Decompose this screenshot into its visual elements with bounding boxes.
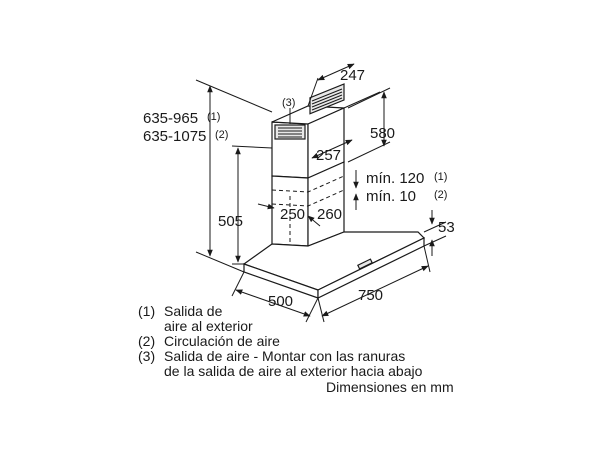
dimension-lines xyxy=(195,63,447,323)
dim-height-range-2-note: (2) xyxy=(215,129,228,141)
vent-slots-top xyxy=(311,88,343,111)
legend-item1-num: (1) xyxy=(138,303,155,319)
dim-min-10-note: (2) xyxy=(434,189,447,201)
legend-units: Dimensiones en mm xyxy=(326,379,454,395)
dim-min-10: mín. 10 xyxy=(366,188,416,205)
dim-chimney-width: 257 xyxy=(316,147,341,164)
dim-hood-width: 500 xyxy=(268,293,293,310)
chimney-overlap-line-bottom xyxy=(271,189,345,207)
dim-chimney-depth: 247 xyxy=(340,67,365,84)
dim-lower-height: 505 xyxy=(218,213,243,230)
vent-slots-front xyxy=(278,127,302,138)
legend-item3-line1: Salida de aire - Montar con las ranuras xyxy=(164,348,405,364)
legend-item3-line2: de la salida de aire al exterior hacia a… xyxy=(164,363,423,379)
dim-min-120-note: (1) xyxy=(434,171,447,183)
chimney-overlap-line-top xyxy=(271,175,345,193)
dim-hood-depth: 750 xyxy=(358,287,383,304)
dim-height-range-1: 635-965 xyxy=(143,110,198,127)
legend-item1-line2: aire al exterior xyxy=(164,318,253,334)
dim-upper-chimney-height: 580 xyxy=(370,125,395,142)
dim-hood-height: 53 xyxy=(438,219,455,236)
dim-min-120: mín. 120 xyxy=(366,170,424,187)
legend-item2-text: Circulación de aire xyxy=(164,333,280,349)
legend-item3-num: (3) xyxy=(138,348,155,364)
callout-3: (3) xyxy=(282,97,295,109)
legend-item2-num: (2) xyxy=(138,333,155,349)
legend-item1-line1: Salida de xyxy=(164,303,223,319)
dim-height-range-1-note: (1) xyxy=(207,111,220,123)
dimension-labels: 247 580 257 mín. 120 (1) mín. 10 (2) 250… xyxy=(143,67,455,310)
dim-inner-width: 250 xyxy=(280,206,305,223)
dim-inner-depth: 260 xyxy=(317,206,342,223)
dim-height-range-2: 635-1075 xyxy=(143,128,206,145)
legend: (1) Salida de aire al exterior (2) Circu… xyxy=(138,303,454,395)
